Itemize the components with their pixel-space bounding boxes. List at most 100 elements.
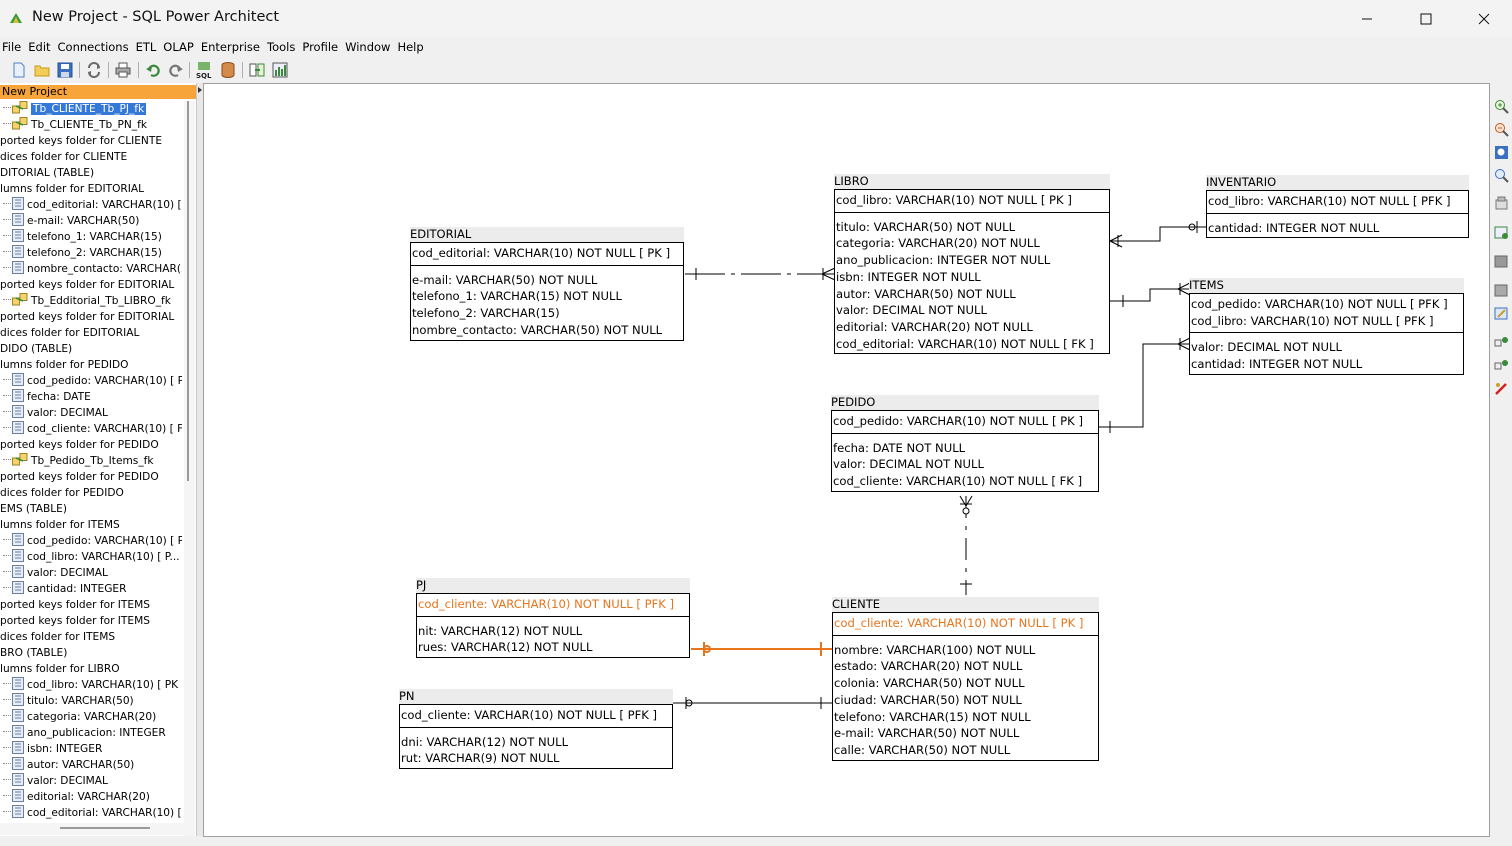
table-pn[interactable]: PN cod_cliente: VARCHAR(10) NOT NULL [ P…	[399, 689, 673, 770]
pj-cliente-relationship[interactable]	[691, 642, 833, 656]
column[interactable]: cantidad: INTEGER NOT NULL	[1208, 220, 1380, 235]
tree-item[interactable]: cod_libro: VARCHAR(10) [ P...	[0, 549, 182, 565]
tree-horizontal-scrollbar[interactable]	[0, 823, 184, 835]
libro-inventario-relationship[interactable]	[1109, 221, 1207, 248]
tree-item[interactable]: titulo: VARCHAR(50)	[0, 693, 182, 709]
open-folder-icon[interactable]	[33, 61, 51, 79]
tree-item[interactable]: dices folder for ITEMS	[0, 629, 182, 645]
tree-item[interactable]: cod_pedido: VARCHAR(10) [ P...	[0, 533, 182, 549]
editorial-libro-relationship[interactable]	[685, 267, 836, 281]
new-identifying-relationship-icon[interactable]	[1494, 335, 1509, 350]
pk-column[interactable]: cod_libro: VARCHAR(10) NOT NULL [ PK ]	[836, 193, 1072, 207]
tree-item[interactable]: categoria: VARCHAR(20)	[0, 709, 182, 725]
tree-item[interactable]: dices folder for PEDIDO	[0, 485, 182, 501]
tree-item[interactable]: nombre_contacto: VARCHAR(50	[0, 261, 182, 277]
column[interactable]: dni: VARCHAR(12) NOT NULL	[401, 734, 569, 749]
pk-column[interactable]: cod_pedido: VARCHAR(10) NOT NULL [ PFK ]	[1191, 297, 1448, 311]
column[interactable]: isbn: INTEGER NOT NULL	[836, 269, 981, 284]
column[interactable]: calle: VARCHAR(50) NOT NULL	[834, 742, 1011, 757]
column[interactable]: telefono_1: VARCHAR(15) NOT NULL	[412, 289, 622, 304]
column[interactable]: cantidad: INTEGER NOT NULL	[1191, 357, 1363, 372]
undo-icon[interactable]	[144, 61, 162, 79]
table-items[interactable]: ITEMS cod_pedido: VARCHAR(10) NOT NULL […	[1189, 278, 1464, 375]
column[interactable]: telefono_2: VARCHAR(15)	[412, 306, 560, 321]
column[interactable]: e-mail: VARCHAR(50) NOT NULL	[412, 272, 598, 287]
column[interactable]: titulo: VARCHAR(50) NOT NULL	[836, 219, 1016, 234]
tree-item[interactable]: Tb_CLIENTE_Tb_PJ_fk	[0, 101, 182, 117]
column[interactable]: nombre_contacto: VARCHAR(50) NOT NULL	[412, 322, 663, 337]
minimize-button[interactable]	[1338, 0, 1396, 37]
tree-item[interactable]: telefono_2: VARCHAR(15)	[0, 245, 182, 261]
new-view-icon[interactable]	[1494, 254, 1509, 269]
tree-item[interactable]: lumns folder for ITEMS	[0, 517, 182, 533]
column[interactable]: autor: VARCHAR(50) NOT NULL	[836, 286, 1016, 301]
pn-cliente-relationship[interactable]	[673, 697, 833, 709]
edit-icon[interactable]	[1494, 306, 1509, 321]
new-table-icon[interactable]	[1494, 225, 1509, 240]
menu-file[interactable]: File	[2, 40, 22, 54]
diagram-canvas[interactable]: EDITORIAL cod_editorial: VARCHAR(10) NOT…	[203, 83, 1490, 837]
tree-item[interactable]: ported keys folder for CLIENTE	[0, 133, 182, 149]
column[interactable]: rut: VARCHAR(9) NOT NULL	[401, 751, 560, 766]
column[interactable]: nombre: VARCHAR(100) NOT NULL	[834, 642, 1036, 657]
new-column-icon[interactable]	[1494, 283, 1509, 298]
tree-item[interactable]: cod_pedido: VARCHAR(10) [ PK	[0, 373, 182, 389]
tree-item[interactable]: DITORIAL (TABLE)	[0, 165, 182, 181]
compare-icon[interactable]	[248, 61, 266, 79]
pk-column[interactable]: cod_cliente: VARCHAR(10) NOT NULL [ PFK …	[401, 708, 658, 722]
column[interactable]: categoria: VARCHAR(20) NOT NULL	[836, 236, 1040, 251]
column[interactable]: ano_publicacion: INTEGER NOT NULL	[836, 253, 1051, 268]
tree-item[interactable]: ported keys folder for PEDIDO	[0, 469, 182, 485]
menu-help[interactable]: Help	[397, 40, 424, 54]
tree-item[interactable]: cod_editorial: VARCHAR(10) [ F	[0, 805, 182, 821]
menu-tools[interactable]: Tools	[267, 40, 296, 54]
column[interactable]: valor: DECIMAL NOT NULL	[833, 457, 984, 472]
tree-item[interactable]: lumns folder for LIBRO	[0, 661, 182, 677]
tree-item[interactable]: cantidad: INTEGER	[0, 581, 182, 597]
column[interactable]: valor: DECIMAL NOT NULL	[1191, 340, 1342, 355]
zoom-normal-icon[interactable]	[1494, 145, 1509, 160]
profile-icon[interactable]	[271, 61, 289, 79]
column[interactable]: ciudad: VARCHAR(50) NOT NULL	[834, 692, 1022, 707]
tree-item[interactable]: cod_editorial: VARCHAR(10) [ P	[0, 197, 182, 213]
table-cliente[interactable]: CLIENTE cod_cliente: VARCHAR(10) NOT NUL…	[832, 597, 1099, 761]
column[interactable]: rues: VARCHAR(12) NOT NULL	[418, 640, 593, 655]
tree-item[interactable]: ported keys folder for PEDIDO	[0, 437, 182, 453]
tree-item[interactable]: DIDO (TABLE)	[0, 341, 182, 357]
tree-item[interactable]: ported keys folder for EDITORIAL	[0, 309, 182, 325]
pedido-items-relationship[interactable]	[1098, 337, 1191, 433]
menu-connections[interactable]: Connections	[57, 40, 129, 54]
tree-item[interactable]: dices folder for EDITORIAL	[0, 325, 182, 341]
database-icon[interactable]	[219, 61, 237, 79]
tree-item[interactable]: ported keys folder for ITEMS	[0, 597, 182, 613]
tree-item[interactable]: autor: VARCHAR(50)	[0, 757, 182, 773]
column[interactable]: cod_cliente: VARCHAR(10) NOT NULL [ FK ]	[833, 474, 1083, 489]
pk-column[interactable]: cod_pedido: VARCHAR(10) NOT NULL [ PK ]	[833, 414, 1083, 428]
menu-profile[interactable]: Profile	[302, 40, 339, 54]
column[interactable]: telefono: VARCHAR(15) NOT NULL	[834, 709, 1031, 724]
tree-item[interactable]: e-mail: VARCHAR(50)	[0, 213, 182, 229]
redo-icon[interactable]	[167, 61, 185, 79]
tree-root[interactable]: New Project	[0, 85, 196, 99]
table-pj[interactable]: PJ cod_cliente: VARCHAR(10) NOT NULL [ P…	[416, 578, 690, 659]
pedido-cliente-relationship[interactable]	[959, 495, 973, 595]
column[interactable]: estado: VARCHAR(20) NOT NULL	[834, 659, 1023, 674]
delete-icon[interactable]	[1494, 381, 1509, 396]
tree-item[interactable]: telefono_1: VARCHAR(15)	[0, 229, 182, 245]
tree-item[interactable]: valor: DECIMAL	[0, 773, 182, 789]
zoom-out-icon[interactable]	[1494, 122, 1509, 137]
tree-item[interactable]: isbn: INTEGER	[0, 741, 182, 757]
menu-window[interactable]: Window	[345, 40, 391, 54]
new-non-identifying-relationship-icon[interactable]	[1494, 358, 1509, 373]
column[interactable]: cod_editorial: VARCHAR(10) NOT NULL [ FK…	[836, 336, 1094, 351]
tree-item[interactable]: lumns folder for PEDIDO	[0, 357, 182, 373]
tree-item[interactable]: valor: DECIMAL	[0, 565, 182, 581]
table-libro[interactable]: LIBRO cod_libro: VARCHAR(10) NOT NULL [ …	[834, 174, 1110, 355]
refresh-icon[interactable]	[85, 61, 103, 79]
column[interactable]: fecha: DATE NOT NULL	[833, 440, 966, 455]
tree-item[interactable]: Tb_Pedido_Tb_Items_fk	[0, 453, 182, 469]
column[interactable]: colonia: VARCHAR(50) NOT NULL	[834, 676, 1025, 691]
tree-item[interactable]: cod_libro: VARCHAR(10) [ PK ]	[0, 677, 182, 693]
tree-item[interactable]: BRO (TABLE)	[0, 645, 182, 661]
